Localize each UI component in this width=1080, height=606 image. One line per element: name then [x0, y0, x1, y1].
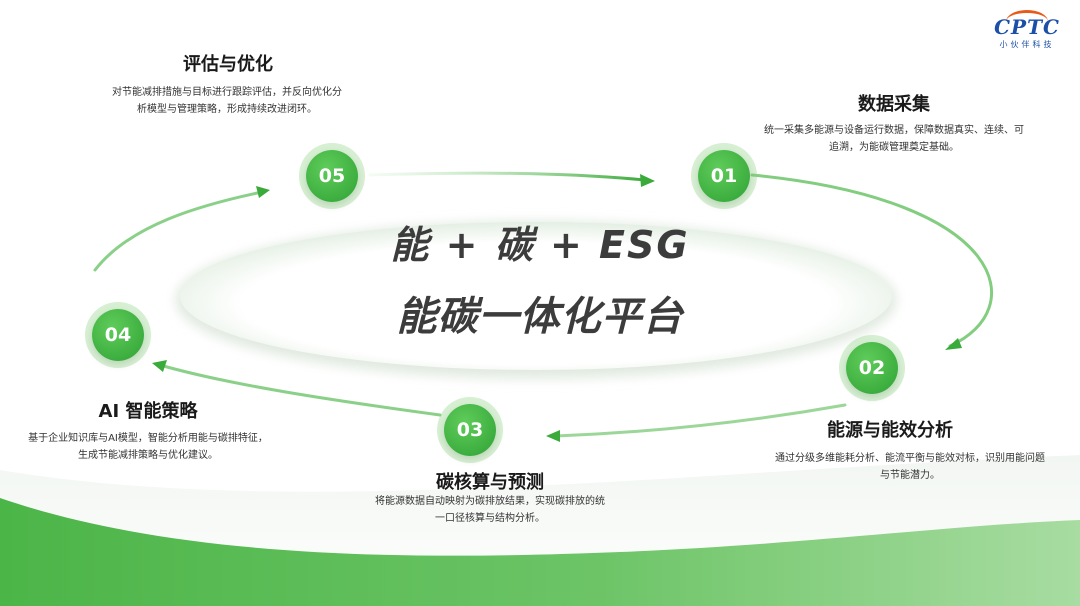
step-01-badge: 01: [698, 150, 750, 202]
center-title-line1: 能 + 碳 + ESG: [390, 223, 690, 267]
arrow-03-04: [158, 363, 442, 417]
step-04-badge: 04: [92, 309, 144, 361]
step-02-desc: 通过分级多维能耗分析、能流平衡与能效对标，识别用能问题与节能潜力。: [775, 453, 1045, 481]
step-02-badge: 02: [846, 342, 898, 394]
logo-text: CPTC: [994, 15, 1060, 39]
arrow-04-05: [93, 190, 264, 272]
arrow-02-03: [554, 403, 847, 438]
step-04-desc: 基于企业知识库与AI模型，智能分析用能与碳排特征，生成节能减排策略与优化建议。: [28, 433, 268, 461]
company-logo: CPTC 小伙伴科技: [992, 10, 1062, 50]
step-03-badge: 03: [444, 404, 496, 456]
step-03-desc: 将能源数据自动映射为碳排放结果，实现碳排放的统一口径核算与结构分析。: [375, 496, 605, 524]
center-title-line2: 能碳一体化平台: [396, 294, 684, 340]
arrow-05-01: [368, 171, 647, 182]
logo-arc-icon: [1006, 10, 1048, 33]
step-04-title: AI 智能策略: [98, 401, 198, 422]
step-01-title: 数据采集: [858, 94, 930, 115]
arrow-01-02: [750, 173, 994, 348]
step-05-desc: 对节能减排措施与目标进行跟踪评估，并反向优化分析模型与管理策略，形成持续改进闭环…: [112, 87, 342, 115]
step-05-title: 评估与优化: [183, 54, 273, 75]
step-02-title: 能源与能效分析: [827, 420, 953, 441]
step-03-title: 碳核算与预测: [436, 472, 544, 493]
step-05-badge: 05: [306, 150, 358, 202]
logo-subtitle: 小伙伴科技: [999, 40, 1055, 49]
step-01-desc: 统一采集多能源与设备运行数据，保障数据真实、连续、可追溯，为能碳管理奠定基础。: [764, 125, 1024, 153]
